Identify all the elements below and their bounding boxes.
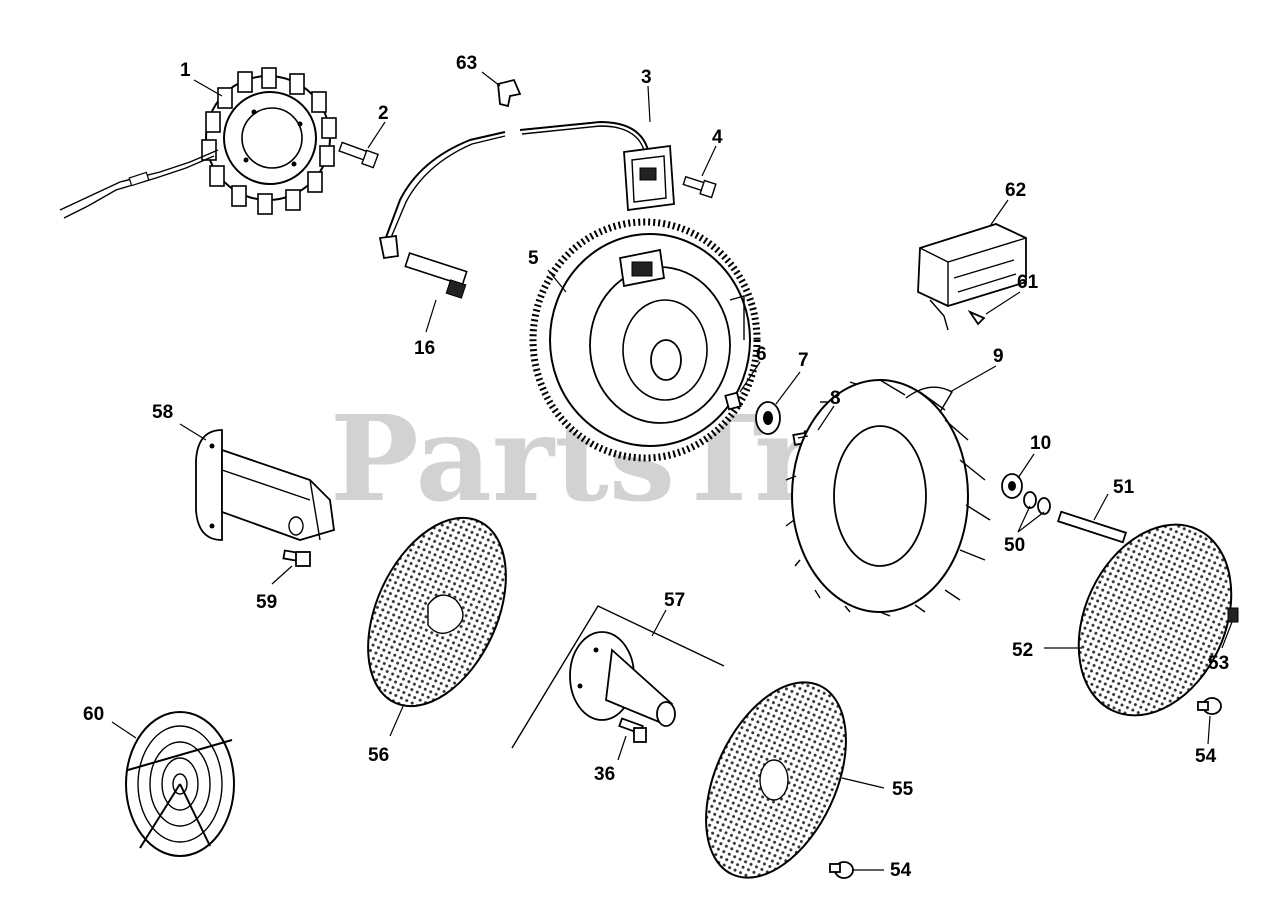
part-36-bolt bbox=[618, 717, 647, 743]
part-7-washer bbox=[755, 401, 781, 435]
callout-5: 5 bbox=[528, 248, 539, 269]
callout-62: 62 bbox=[1005, 180, 1026, 201]
part-54-screw-right bbox=[1197, 697, 1222, 715]
callout-53: 53 bbox=[1208, 653, 1229, 674]
callout-63: 63 bbox=[456, 53, 477, 74]
callout-labels: 1 2 63 3 4 62 5 61 16 6 7 9 58 8 10 51 5… bbox=[83, 53, 1229, 881]
callout-61: 61 bbox=[1017, 272, 1039, 293]
part-59-bolt bbox=[282, 549, 311, 567]
part-61-screw bbox=[967, 309, 986, 326]
callout-10: 10 bbox=[1030, 433, 1051, 454]
part-57-hub-assembly bbox=[511, 605, 725, 749]
part-2-bolt bbox=[338, 141, 379, 169]
part-3-ignition-module bbox=[378, 120, 675, 260]
callout-6: 6 bbox=[756, 344, 767, 365]
callout-60: 60 bbox=[83, 704, 104, 725]
part-51-stud bbox=[1056, 510, 1128, 544]
part-5-flywheel bbox=[529, 218, 761, 462]
callout-16: 16 bbox=[414, 338, 435, 359]
callout-56: 56 bbox=[368, 745, 389, 766]
callout-1: 1 bbox=[180, 60, 191, 81]
part-55-screen bbox=[705, 681, 847, 879]
part-50-washers bbox=[1023, 491, 1051, 515]
callout-4: 4 bbox=[712, 127, 723, 148]
callout-7: 7 bbox=[798, 350, 809, 371]
callout-36: 36 bbox=[594, 764, 615, 785]
callout-9: 9 bbox=[993, 346, 1004, 367]
part-62-rectifier bbox=[917, 223, 1027, 331]
part-6-key bbox=[724, 391, 742, 411]
part-16-spark-plug bbox=[404, 252, 468, 299]
callout-59: 59 bbox=[256, 592, 277, 613]
part-9-fan bbox=[785, 379, 991, 617]
part-63-clip bbox=[497, 78, 522, 108]
callout-52: 52 bbox=[1012, 640, 1033, 661]
callout-3: 3 bbox=[641, 67, 652, 88]
part-60-grille bbox=[125, 711, 235, 857]
callout-58: 58 bbox=[152, 402, 173, 423]
callout-54-bottom: 54 bbox=[890, 860, 912, 881]
part-52-screen bbox=[1077, 523, 1233, 717]
leader-lines bbox=[111, 71, 1233, 871]
callout-54-right: 54 bbox=[1195, 746, 1217, 767]
part-58-adapter bbox=[195, 429, 335, 541]
part-1-stator bbox=[59, 67, 337, 219]
callout-57: 57 bbox=[664, 590, 685, 611]
part-56-screen bbox=[367, 516, 507, 708]
callout-55: 55 bbox=[892, 779, 914, 800]
callout-50: 50 bbox=[1004, 535, 1025, 556]
callout-8: 8 bbox=[830, 388, 841, 409]
part-54-screw-bottom bbox=[829, 861, 854, 879]
part-10-washer bbox=[1001, 473, 1023, 499]
part-4-bolt bbox=[682, 175, 717, 199]
part-53-screw bbox=[1227, 607, 1239, 623]
callout-2: 2 bbox=[378, 103, 389, 124]
callout-51: 51 bbox=[1113, 477, 1135, 498]
